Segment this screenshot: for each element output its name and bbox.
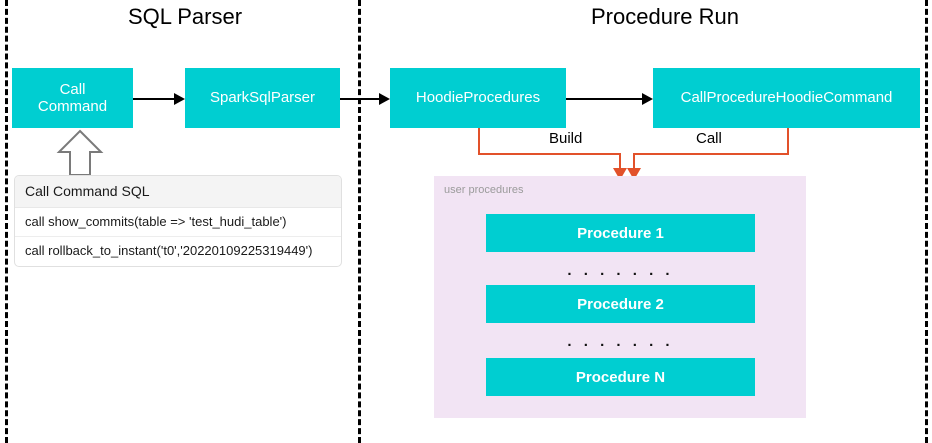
arrow-call-command-to-spark-line bbox=[133, 98, 174, 100]
procedures-separator-2: . . . . . . . bbox=[567, 333, 674, 350]
sql-table-row-2: call rollback_to_instant('t0','202201092… bbox=[25, 243, 313, 258]
call-connector-horizontal bbox=[633, 153, 789, 155]
node-spark-sql-parser-label: SparkSqlParser bbox=[209, 89, 316, 107]
procedure-box-n[interactable]: Procedure N bbox=[486, 358, 755, 396]
node-call-procedure-hoodie-command-label: CallProcedureHoodieCommand bbox=[680, 89, 893, 107]
arrow-hoodie-to-callprocedure-line bbox=[566, 98, 642, 100]
section-title-procedure-run: Procedure Run bbox=[591, 4, 739, 29]
divider-left bbox=[5, 0, 8, 443]
sql-table-row-1: call show_commits(table => 'test_hudi_ta… bbox=[15, 208, 341, 237]
call-command-sql-table: Call Command SQL call show_commits(table… bbox=[14, 175, 342, 267]
call-connector-vertical-start bbox=[787, 128, 789, 154]
node-call-command[interactable]: Call Command bbox=[12, 68, 133, 128]
procedure-box-2[interactable]: Procedure 2 bbox=[486, 285, 755, 323]
divider-right bbox=[925, 0, 928, 443]
build-connector-vertical-end bbox=[619, 153, 621, 170]
call-connector-label: Call bbox=[696, 130, 722, 147]
section-title-sql-parser: SQL Parser bbox=[127, 4, 243, 29]
hollow-up-arrow-icon bbox=[56, 129, 104, 176]
procedure-box-2-label: Procedure 2 bbox=[577, 295, 664, 313]
arrow-hoodie-to-callprocedure-head bbox=[642, 93, 653, 105]
node-call-procedure-hoodie-command[interactable]: CallProcedureHoodieCommand bbox=[653, 68, 920, 128]
call-connector-vertical-end bbox=[633, 153, 635, 170]
node-call-command-label-line2: Command bbox=[37, 98, 108, 115]
build-connector-label: Build bbox=[549, 130, 583, 147]
sql-table-header: Call Command SQL bbox=[15, 176, 341, 208]
procedure-box-1-label: Procedure 1 bbox=[577, 224, 664, 242]
procedures-separator-1: . . . . . . . bbox=[567, 262, 674, 279]
node-hoodie-procedures-label: HoodieProcedures bbox=[415, 89, 541, 107]
procedure-box-n-label: Procedure N bbox=[575, 368, 666, 386]
procedure-box-1[interactable]: Procedure 1 bbox=[486, 214, 755, 252]
build-connector-vertical-start bbox=[478, 128, 480, 154]
node-hoodie-procedures[interactable]: HoodieProcedures bbox=[390, 68, 566, 128]
node-spark-sql-parser[interactable]: SparkSqlParser bbox=[185, 68, 340, 128]
arrow-spark-to-hoodie-head bbox=[379, 93, 390, 105]
arrow-spark-to-hoodie-line bbox=[340, 98, 379, 100]
user-procedures-panel-label: user procedures bbox=[444, 184, 524, 196]
divider-middle bbox=[358, 0, 361, 443]
build-connector-horizontal bbox=[478, 153, 620, 155]
arrow-call-command-to-spark-head bbox=[174, 93, 185, 105]
node-call-command-label-line1: Call bbox=[59, 80, 86, 98]
